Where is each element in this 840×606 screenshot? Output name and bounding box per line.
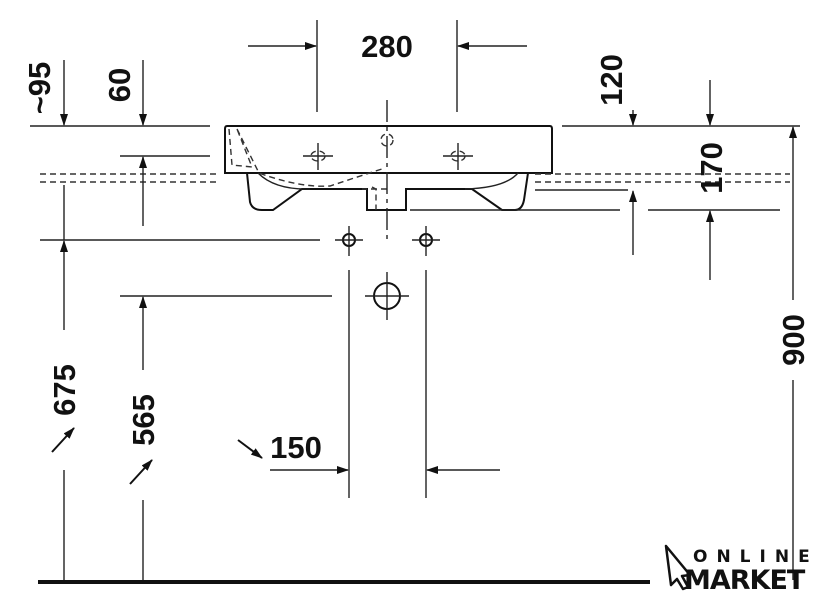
cursor-icon bbox=[664, 544, 692, 591]
dim-120: 120 bbox=[594, 54, 629, 106]
logo-market: MARKET bbox=[684, 565, 806, 596]
basin-outline bbox=[224, 100, 553, 240]
extension-lines bbox=[30, 20, 800, 498]
dimension-arrows bbox=[51, 42, 797, 580]
waste-outlet bbox=[365, 272, 409, 320]
dim-280: 280 bbox=[361, 29, 413, 64]
wall-dashed-lines bbox=[40, 173, 790, 183]
dim-565: 565 bbox=[126, 394, 161, 446]
dim-60: 60 bbox=[102, 68, 137, 102]
dim-95: ~95 bbox=[22, 62, 57, 115]
dim-150: 150 bbox=[270, 430, 322, 465]
dim-675: 675 bbox=[47, 364, 82, 416]
logo-online: ONLINE bbox=[693, 547, 819, 567]
online-market-logo: ONLINE MARKET bbox=[664, 544, 819, 596]
dim-900: 900 bbox=[776, 314, 811, 366]
tap-holes bbox=[335, 226, 440, 256]
dim-170: 170 bbox=[694, 142, 729, 194]
